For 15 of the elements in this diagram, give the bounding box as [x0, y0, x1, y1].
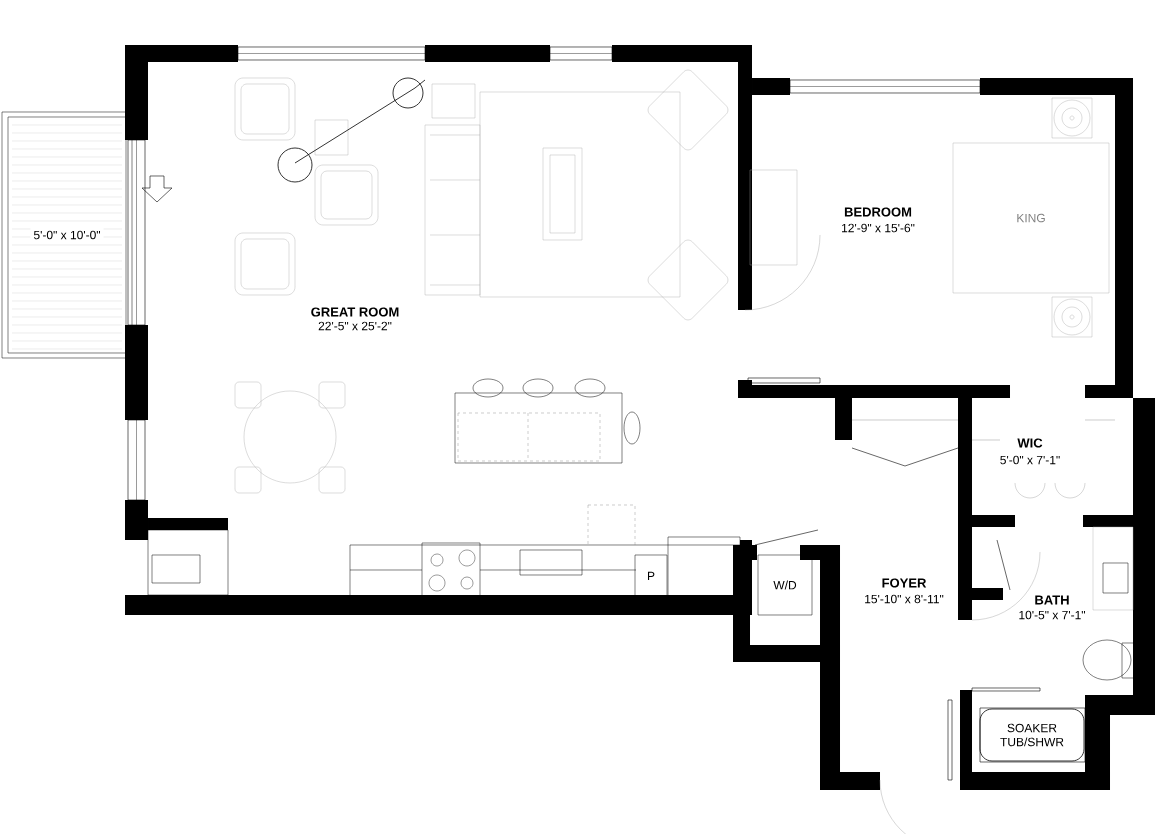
room-name: WIC — [1017, 438, 1043, 448]
bed: KING — [952, 142, 1110, 294]
room-dimensions: 10'-5" x 7'-1" — [1019, 610, 1086, 620]
washer-dryer: W/D — [757, 554, 813, 616]
room-dimensions: 15'-10" x 8'-11" — [865, 594, 944, 604]
bathtub: SOAKER TUB/SHWR — [979, 708, 1085, 762]
room-name: BEDROOM — [844, 207, 912, 217]
room-name: GREAT ROOM — [311, 307, 399, 317]
balcony-area: 5'-0" x 10'-0" — [7, 116, 127, 354]
room-name: BATH — [1035, 595, 1069, 605]
room-dimensions: 5'-0" x 7'-1" — [1000, 455, 1060, 465]
room-dimensions: 12'-9" x 15'-6" — [842, 223, 915, 233]
room-name: FOYER — [882, 578, 927, 588]
room-dimensions: 22'-5" x 25'-2" — [318, 321, 392, 331]
pantry-cabinet: P — [634, 554, 668, 598]
